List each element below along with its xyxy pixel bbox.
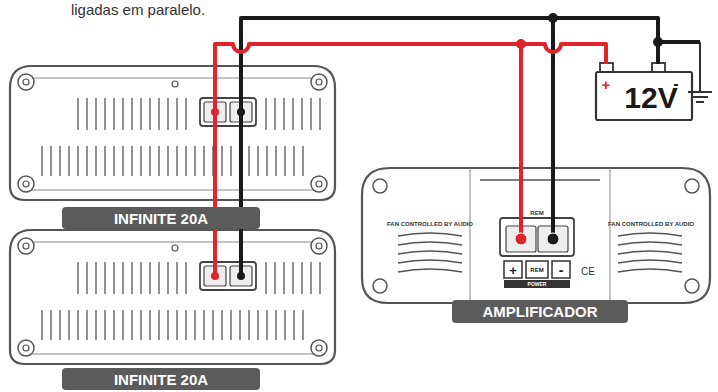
illustration-stroke [618, 251, 682, 254]
illustration-stroke [480, 179, 600, 181]
illustration-stroke [373, 179, 387, 193]
illustration-stroke [600, 63, 613, 72]
device-badge: INFINITE 20A [62, 207, 260, 229]
terminal-dot [211, 108, 219, 116]
power-supply-unit [10, 230, 335, 364]
illustration-stroke [519, 44, 523, 239]
junction-dot [653, 37, 663, 47]
negative-wire [241, 18, 700, 276]
power-supply-unit [10, 66, 335, 200]
illustration-stroke [470, 168, 610, 303]
illustration-stroke [398, 242, 462, 245]
illustration-stroke [618, 269, 682, 272]
terminal-dot [237, 272, 245, 280]
illustration-stroke [398, 233, 462, 236]
node-text: INFINITE 20A [114, 210, 208, 227]
illustration-stroke [504, 280, 570, 288]
illustration-stroke [398, 260, 462, 263]
illustration-stroke [504, 261, 522, 278]
illustration-stroke [215, 44, 606, 276]
terminal-button: REM [530, 267, 543, 273]
illustration-stroke [688, 92, 712, 102]
ground-symbol [688, 42, 712, 102]
node-text: 12V [624, 81, 677, 115]
terminal-button: - [559, 262, 564, 278]
terminal-dot [211, 272, 219, 280]
illustration-stroke [596, 72, 692, 120]
device-badge: AMPLIFICADOR [452, 300, 628, 323]
illustration-stroke [241, 18, 658, 276]
polarity-mark: - [673, 75, 678, 93]
battery [596, 63, 692, 120]
terminal-label: POWER [528, 281, 547, 287]
amplifier [362, 168, 710, 303]
illustration-stroke [618, 260, 682, 263]
illustration-stroke [362, 168, 710, 303]
illustration-stroke [699, 42, 701, 92]
caption-text: ligadas em paralelo. [71, 1, 205, 18]
positive-wire [215, 44, 606, 276]
illustration-stroke [618, 242, 682, 245]
illustration-stroke [652, 63, 665, 72]
node-text: AMPLIFICADOR [483, 303, 598, 320]
illustration-stroke [685, 279, 699, 293]
illustration-stroke [398, 251, 462, 254]
illustration-stroke [373, 279, 387, 293]
terminal-dot [547, 233, 559, 245]
panel-print: FAN CONTROLLED BY AUDIO [387, 221, 473, 227]
illustration-stroke [398, 269, 462, 272]
panel-print: FAN CONTROLLED BY AUDIO [608, 221, 694, 227]
illustration-stroke [526, 261, 548, 278]
device-badge: INFINITE 20A [62, 368, 260, 390]
terminal-label: REM [530, 210, 543, 216]
illustration-stroke [552, 261, 570, 278]
illustration-stroke [685, 179, 699, 193]
polarity-mark: + [602, 76, 611, 93]
node-text: INFINITE 20A [114, 371, 208, 388]
terminal-dot [237, 108, 245, 116]
illustration-stroke [618, 233, 682, 236]
illustration-stroke [500, 218, 574, 256]
junction-dot [548, 13, 558, 23]
certification-mark: CE [581, 266, 595, 277]
terminal-button: + [509, 262, 517, 277]
junction-dot [516, 39, 526, 49]
terminal-dot [515, 233, 527, 245]
illustration-stroke [658, 40, 700, 44]
